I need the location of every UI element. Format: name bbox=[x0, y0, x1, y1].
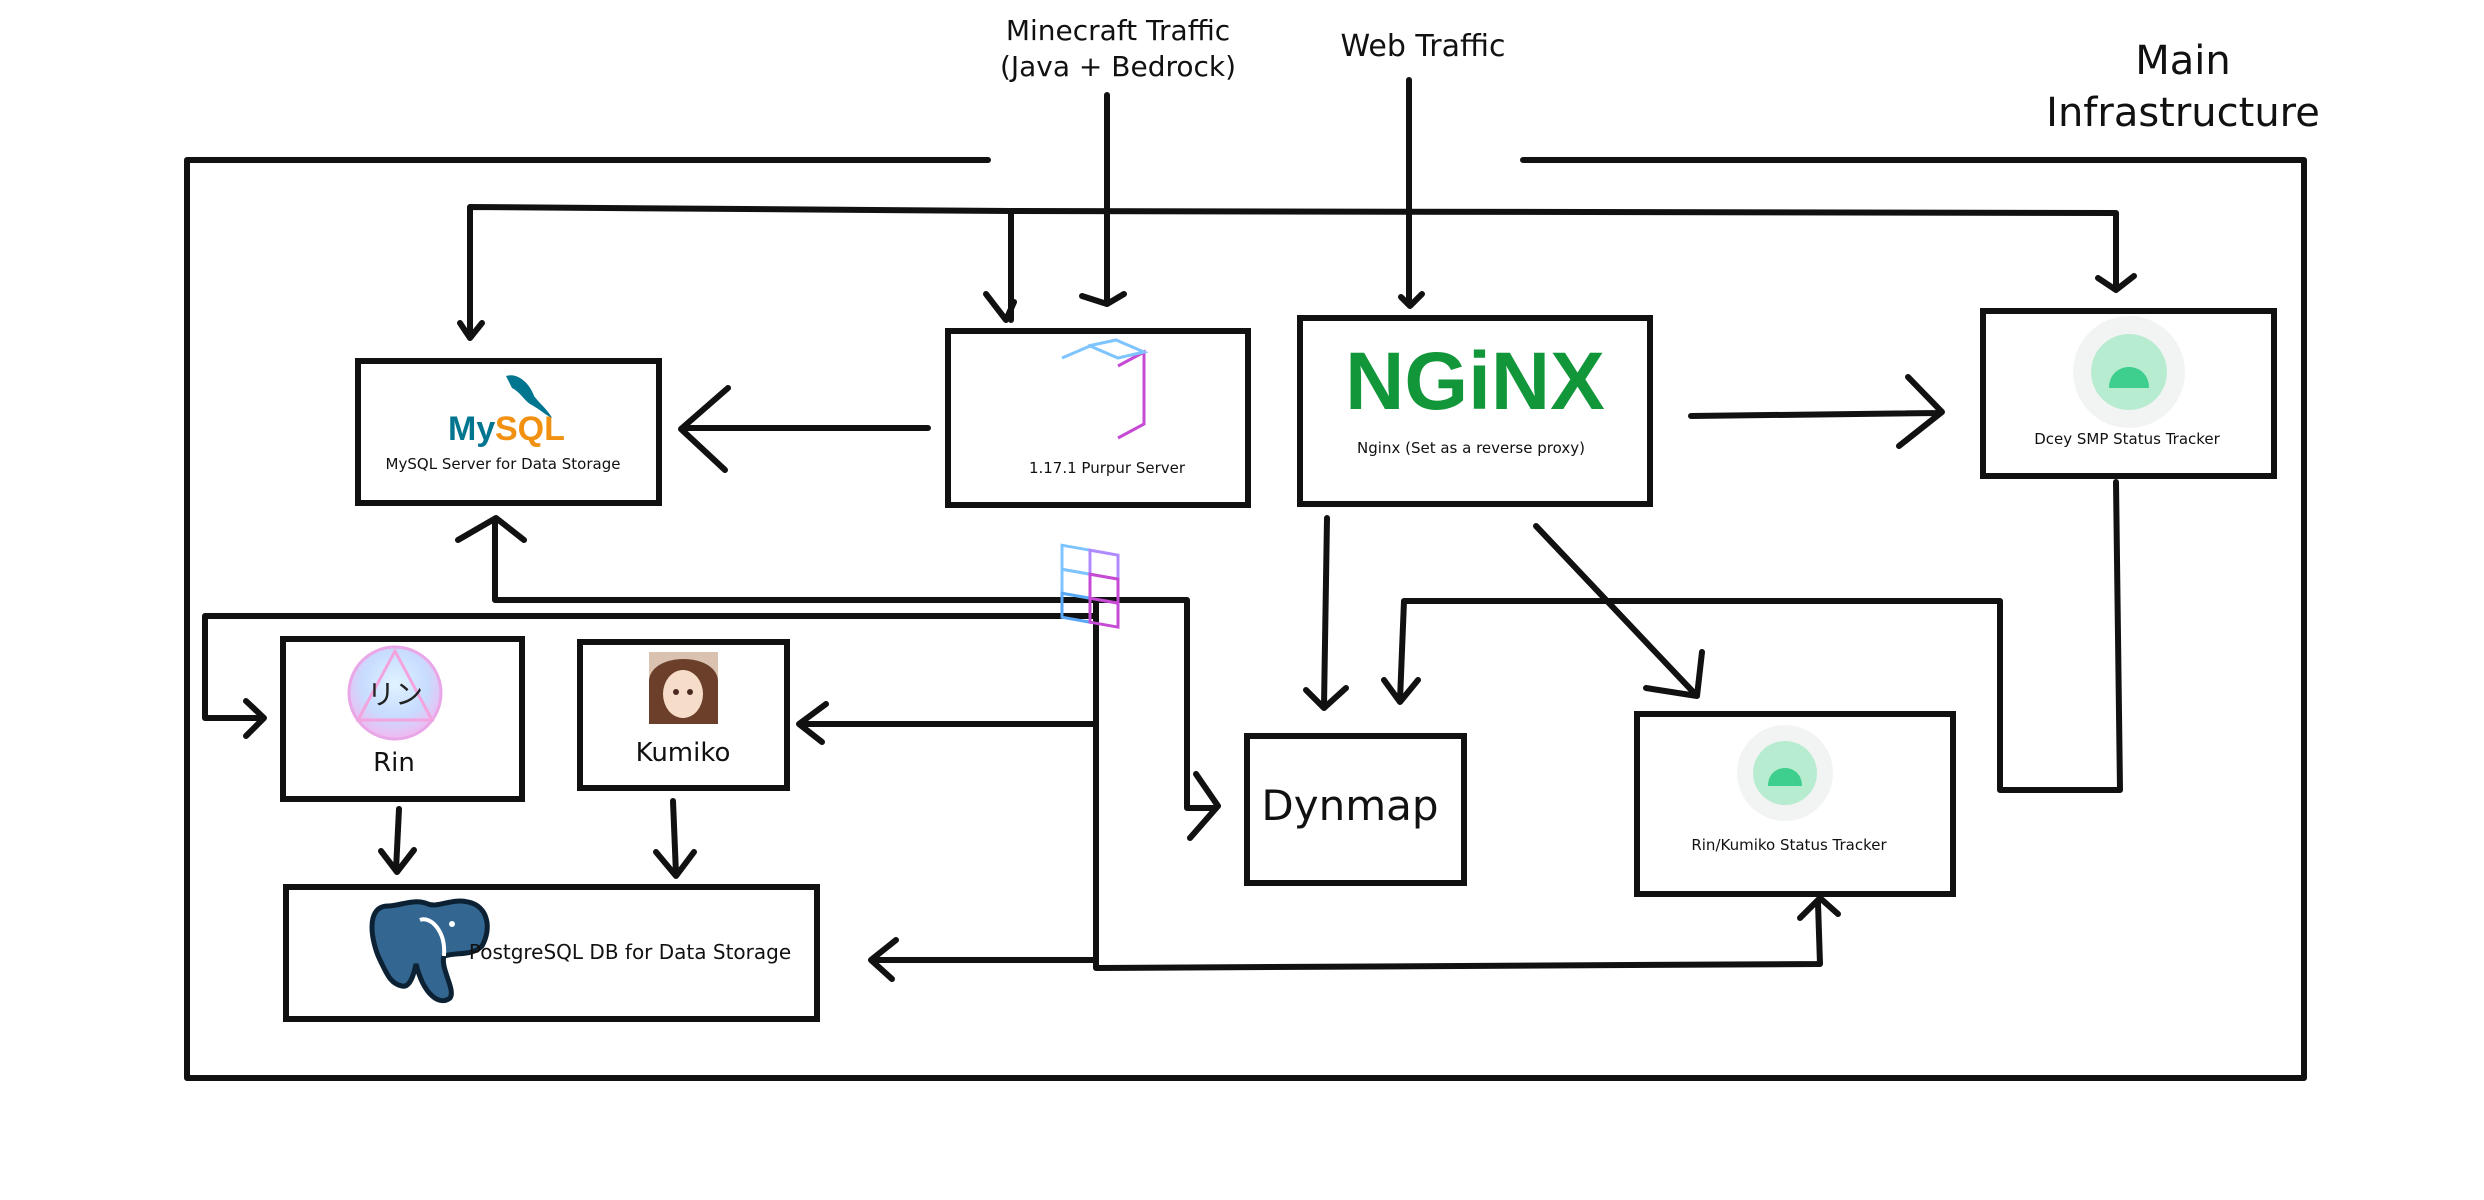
bus-to-postgres-arrow bbox=[868, 937, 1099, 982]
postgresql-elephant-icon bbox=[369, 898, 490, 1004]
rin-kumiko-tracker-caption: Rin/Kumiko Status Tracker bbox=[1691, 836, 1887, 854]
dynmap-caption: Dynmap bbox=[1261, 781, 1438, 830]
rin-avatar-icon: リン bbox=[347, 645, 443, 741]
minecraft-traffic-sublabel: (Java + Bedrock) bbox=[1000, 50, 1236, 83]
bus-to-dynmap-arrow bbox=[1093, 597, 1221, 841]
postgres-caption: PostgreSQL DB for Data Storage bbox=[469, 940, 791, 964]
nginx-to-rk-tracker-arrow bbox=[1533, 523, 1705, 699]
svg-text:My: My bbox=[448, 410, 495, 448]
status-tracker-icon bbox=[2073, 316, 2185, 428]
postgres-node: PostgreSQL DB for Data Storage bbox=[283, 884, 820, 1022]
rin-node: リン Rin bbox=[280, 636, 525, 802]
status-tracker-icon bbox=[1737, 725, 1833, 821]
minecraft-traffic-arrow bbox=[1079, 92, 1127, 307]
bus-to-rk-tracker-arrow bbox=[1093, 895, 1841, 971]
bus-to-kumiko-arrow bbox=[796, 701, 1099, 745]
dcey-tracker-caption: Dcey SMP Status Tracker bbox=[2034, 430, 2220, 448]
purpur-cube-icon bbox=[1060, 338, 1149, 629]
svg-text:SQL: SQL bbox=[495, 410, 565, 448]
main-infrastructure-title: Main bbox=[2135, 38, 2231, 84]
web-traffic-arrow bbox=[1398, 77, 1425, 309]
kumiko-to-postgres-arrow bbox=[653, 798, 697, 879]
nginx-node: NGiNX Nginx (Set as a reverse proxy) bbox=[1297, 315, 1653, 507]
kumiko-avatar-icon bbox=[649, 652, 718, 724]
kumiko-node: Kumiko bbox=[577, 639, 790, 791]
purpur-to-mysql-arrow bbox=[678, 385, 931, 473]
rin-kumiko-tracker-node: Rin/Kumiko Status Tracker bbox=[1634, 711, 1956, 897]
nginx-caption: Nginx (Set as a reverse proxy) bbox=[1357, 439, 1585, 457]
infrastructure-boundary bbox=[184, 157, 2307, 1081]
nginx-to-dynmap-arrow bbox=[1303, 515, 1349, 711]
rin-caption: Rin bbox=[373, 748, 415, 778]
dcey-tracker-node: Dcey SMP Status Tracker bbox=[1980, 308, 2277, 479]
purpur-top-connector bbox=[467, 204, 2137, 339]
purpur-caption: 1.17.1 Purpur Server bbox=[1029, 459, 1186, 477]
nginx-logo-icon: NGiNX bbox=[1345, 336, 1605, 427]
kumiko-caption: Kumiko bbox=[636, 738, 731, 768]
main-infrastructure-subtitle: Infrastructure bbox=[2046, 90, 2320, 136]
purpur-node: 1.17.1 Purpur Server bbox=[945, 328, 1251, 629]
bus-to-mysql-arrow bbox=[455, 515, 1099, 619]
arrow-head-mysql-top bbox=[457, 320, 485, 341]
dynmap-node: Dynmap bbox=[1244, 733, 1467, 886]
rin-to-postgres-arrow bbox=[378, 806, 417, 875]
dcey-to-dynmap-connector bbox=[1381, 479, 2123, 793]
mysql-node: My SQL MySQL Server for Data Storage bbox=[355, 358, 662, 506]
nginx-to-dcey-arrow bbox=[1688, 374, 1945, 449]
mysql-logo-icon: My SQL bbox=[448, 375, 565, 448]
minecraft-traffic-label: Minecraft Traffic bbox=[1006, 14, 1230, 47]
mysql-caption: MySQL Server for Data Storage bbox=[386, 455, 621, 473]
svg-text:リン: リン bbox=[367, 678, 423, 711]
web-traffic-label: Web Traffic bbox=[1340, 29, 1505, 64]
